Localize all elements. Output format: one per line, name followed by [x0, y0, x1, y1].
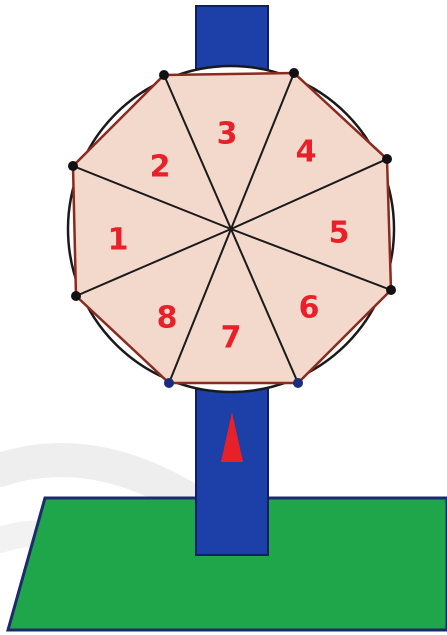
sector-number-8: 8	[157, 301, 178, 336]
sector-number-7: 7	[221, 321, 242, 356]
vertex-dot	[289, 68, 299, 78]
wheel: 1 2 3 4 5 6 7 8	[68, 66, 396, 392]
sector-number-3: 3	[217, 117, 238, 152]
sector-number-6: 6	[299, 291, 320, 326]
vertex-dot	[71, 291, 81, 301]
vertex-dot	[382, 154, 392, 164]
vertex-dot	[386, 285, 396, 295]
vertex-dot	[159, 70, 169, 80]
blue-pole-bottom	[196, 380, 268, 555]
sector-number-4: 4	[296, 135, 317, 170]
vertex-dot	[164, 378, 174, 388]
vertex-dot	[68, 161, 78, 171]
sector-number-5: 5	[329, 216, 350, 251]
sector-number-2: 2	[150, 150, 171, 185]
swirl-arc-outer	[0, 460, 190, 500]
sector-number-1: 1	[108, 223, 129, 258]
vertex-dot	[293, 378, 303, 388]
